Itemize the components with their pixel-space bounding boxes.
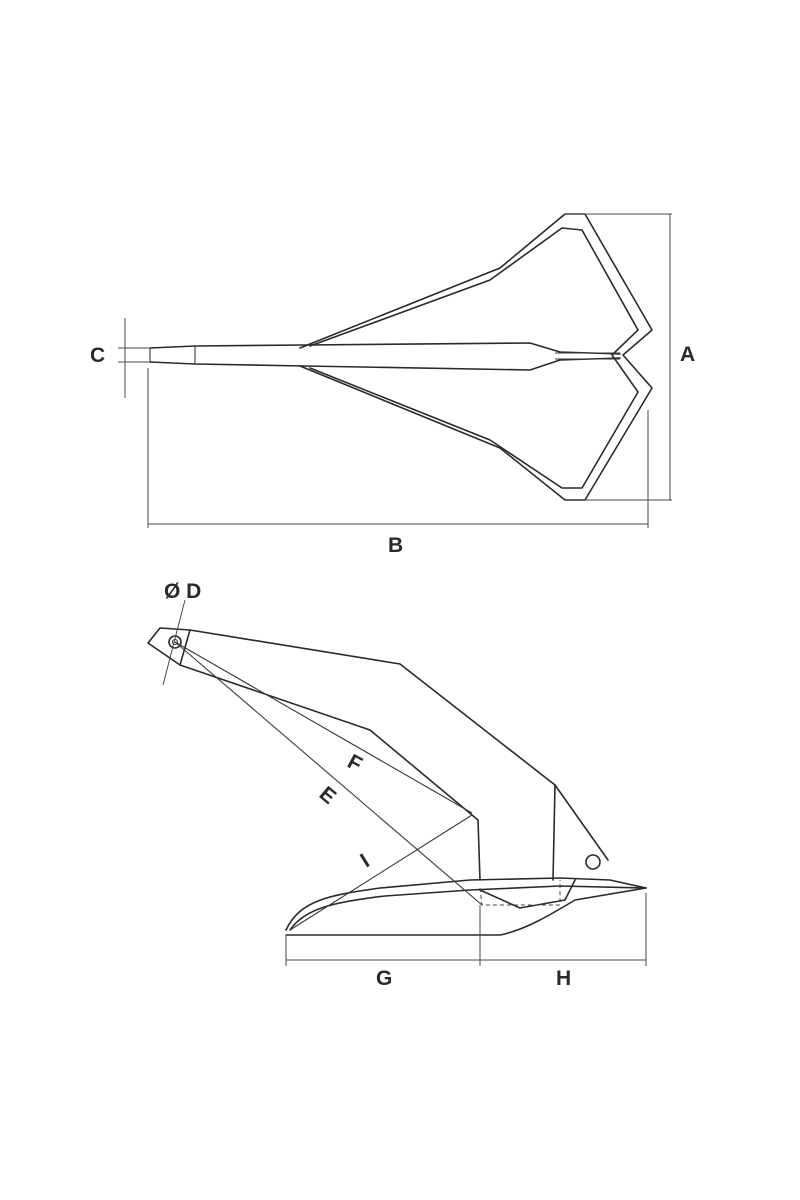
dim-d-label: Ø D [164, 580, 201, 603]
fluke-inner-outline [309, 227, 639, 489]
tail-hole [585, 854, 601, 870]
fluke-bottom-surface [285, 887, 647, 936]
fluke-top-surface [285, 877, 647, 931]
dim-f-label: F [344, 750, 366, 776]
dim-a-label: A [680, 343, 695, 366]
dim-d-line [162, 599, 186, 686]
shank-bottom-outline [149, 357, 621, 371]
fluke-hidden-edge [479, 880, 561, 906]
shank-top-outline [149, 342, 621, 355]
dim-f-line [174, 641, 473, 814]
dim-i-label: I [356, 850, 373, 873]
shank-rear-edge [552, 784, 556, 881]
shackle-hole [168, 635, 182, 649]
shank-upper-edge [189, 629, 609, 861]
fluke-keel [479, 879, 576, 909]
dim-h-label: H [556, 967, 571, 990]
dim-e-line [174, 641, 483, 906]
fluke-outer-outline [299, 213, 653, 501]
shank-lower-edge [179, 664, 481, 881]
dim-i-line [289, 814, 473, 931]
anchor-top-view: A B C [90, 213, 695, 557]
dim-b-label: B [388, 534, 403, 557]
dim-c-label: C [90, 344, 105, 367]
dim-e-label: E [315, 782, 341, 809]
fluke-inner-surface [289, 885, 647, 931]
anchor-side-view: Ø D E F I G H [147, 580, 647, 990]
dim-g-label: G [376, 967, 392, 990]
